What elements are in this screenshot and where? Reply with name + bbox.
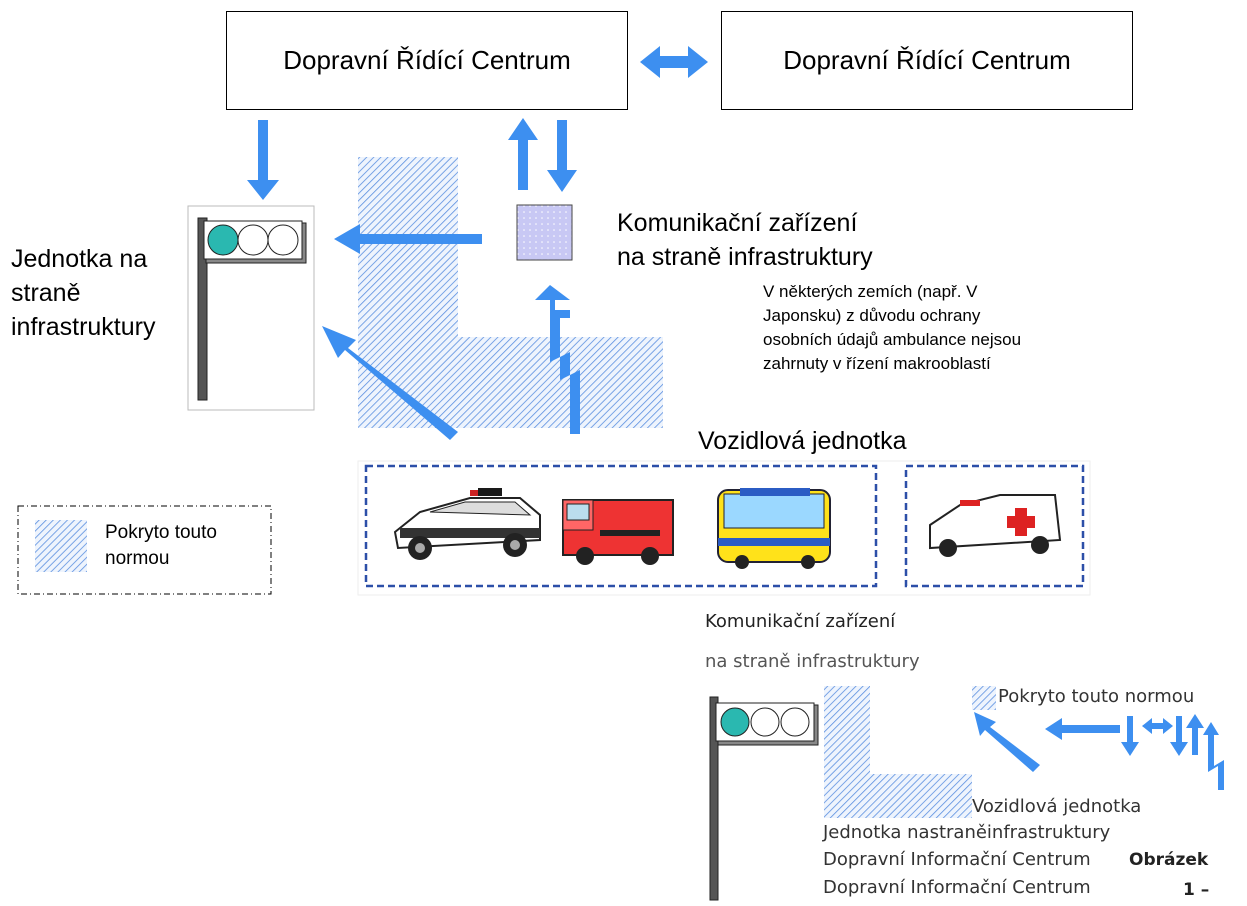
bottom-comm-line1: Komunikační zařízení — [705, 611, 896, 632]
police-car-icon — [393, 488, 541, 560]
legend-hatch-swatch — [35, 520, 87, 572]
legend-label: Pokryto touto normou — [105, 520, 217, 572]
bottom-info-center-1: Dopravní Informační Centrum — [823, 849, 1091, 870]
roadside-unit-line2: straně — [11, 279, 81, 307]
traffic-control-center-left-label: Dopravní Řídící Centrum — [283, 45, 571, 75]
figure-number: 1 – — [1183, 880, 1210, 900]
figure-label: Obrázek — [1129, 850, 1209, 870]
roadside-unit-line1: Jednotka na — [11, 245, 148, 273]
privacy-note-line1: V některých zemích (např. V — [763, 282, 978, 301]
comm-device-line1: Komunikační zařízení — [617, 209, 858, 237]
vehicles-group-frame — [364, 464, 878, 588]
bottom-traffic-signal-icon — [709, 696, 819, 901]
bottom-roadside-unit-label: Jednotka nastraněinfrastruktury — [823, 822, 1111, 843]
privacy-note-line3: osobních údajů ambulance nejsou — [763, 330, 1022, 349]
bottom-info-center-2: Dopravní Informační Centrum — [823, 877, 1091, 898]
privacy-note-line2: Japonsku) z důvodu ochrany — [763, 306, 981, 325]
roadside-unit-label: Jednotka na straně infrastruktury — [11, 242, 155, 344]
covered-region — [358, 157, 663, 428]
roadside-unit-line3: infrastruktury — [11, 313, 156, 341]
bottom-covered-region — [824, 686, 972, 818]
legend-line1: Pokryto touto — [105, 522, 217, 543]
bottom-vehicle-unit-label: Vozidlová jednotka — [972, 796, 1142, 817]
traffic-signal-icon — [197, 217, 307, 401]
bottom-arrows — [974, 712, 1224, 790]
traffic-control-center-right: Dopravní Řídící Centrum — [721, 11, 1133, 110]
bottom-covered-label: Pokryto touto normou — [998, 686, 1195, 707]
comm-device-square — [516, 204, 573, 261]
bottom-vehicle-hatch — [950, 798, 972, 818]
vehicle-unit-label: Vozidlová jednotka — [698, 427, 907, 455]
bottom-comm-line2: na straně infrastruktury — [705, 651, 920, 672]
traffic-control-center-left: Dopravní Řídící Centrum — [226, 11, 628, 110]
legend-line2: normou — [105, 548, 170, 569]
ambulance-group-frame — [904, 464, 1085, 588]
privacy-note: V některých zemích (např. V Japonsku) z … — [763, 280, 1021, 376]
ambulance-icon — [929, 494, 1062, 557]
arrows — [247, 46, 708, 440]
legend-frame — [17, 505, 272, 595]
bus-icon — [717, 488, 831, 569]
fire-truck-icon — [562, 499, 674, 565]
bottom-legend-hatch — [972, 686, 996, 710]
privacy-note-line4: zahrnuty v řízení makrooblastí — [763, 354, 991, 373]
comm-device-label: Komunikační zařízení na straně infrastru… — [617, 206, 873, 274]
comm-device-line2: na straně infrastruktury — [617, 243, 873, 271]
traffic-control-center-right-label: Dopravní Řídící Centrum — [783, 45, 1071, 75]
